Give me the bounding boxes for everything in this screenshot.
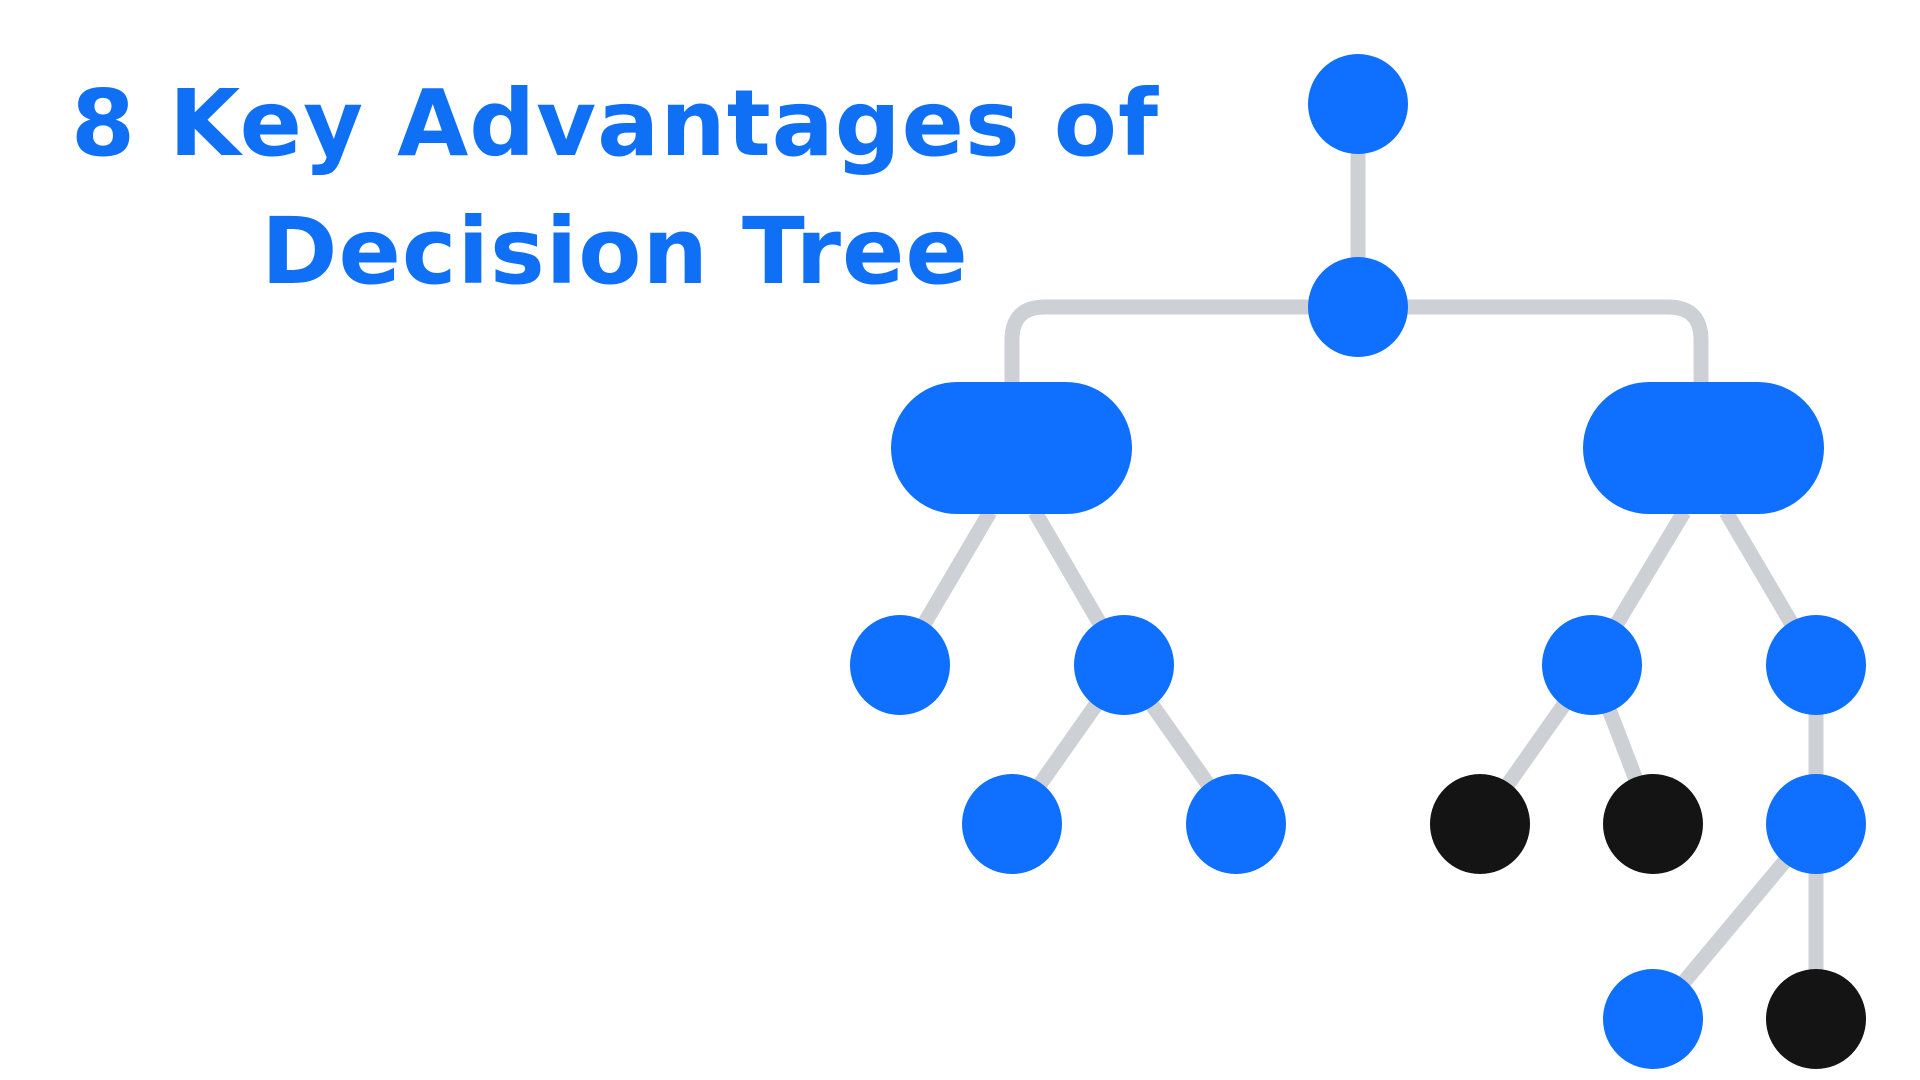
leaf-node-c [962, 774, 1062, 874]
leaf-node-g [1430, 774, 1530, 874]
leaf-node-a [850, 615, 950, 715]
level1-node [1308, 257, 1408, 357]
left-decision-node [891, 382, 1132, 514]
leaf-node-h [1603, 774, 1703, 874]
leaf-node-d [1186, 774, 1286, 874]
title-line-2: Decision Tree [261, 198, 969, 305]
right-decision-node [1583, 382, 1824, 514]
node-e [1542, 615, 1642, 715]
leaf-node-k [1766, 969, 1866, 1069]
root-node [1308, 54, 1408, 154]
node-b [1074, 615, 1174, 715]
title-line-1: 8 Key Advantages of [70, 70, 1160, 177]
leaf-node-j [1603, 969, 1703, 1069]
page-title: 8 Key Advantages of Decision Tree [40, 60, 1190, 316]
node-f [1766, 615, 1866, 715]
node-i [1766, 774, 1866, 874]
